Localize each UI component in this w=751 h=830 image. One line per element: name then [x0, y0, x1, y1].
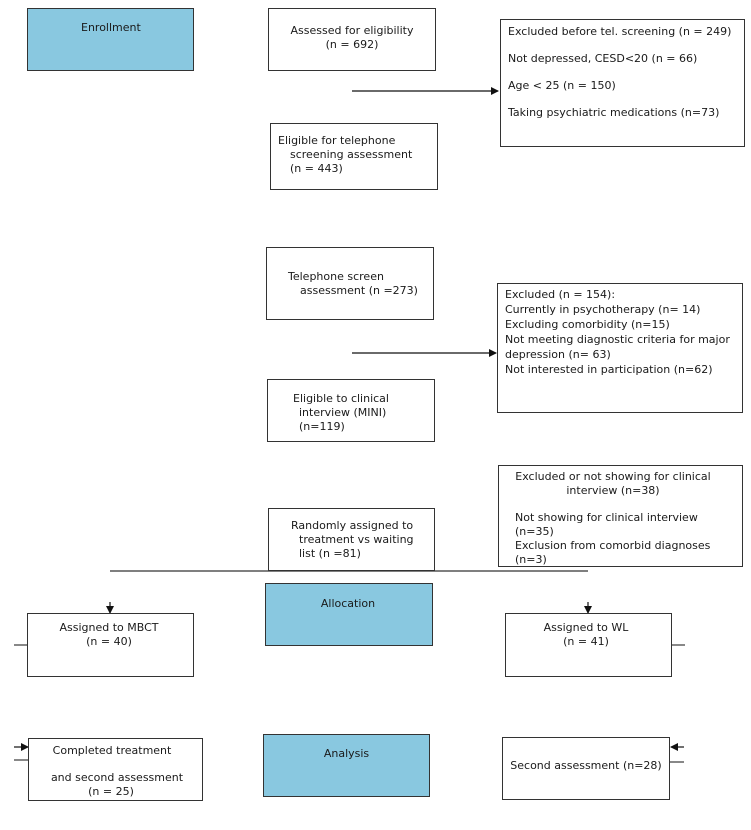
excluded-before-line2: Not depressed, CESD<20 (n = 66) [508, 52, 698, 65]
excluded-154-line6: Not interested in participation (n=62) [505, 363, 713, 376]
excluded-clinical-line4: (n=35) [515, 525, 554, 538]
eligible-clinical-line1: Eligible to clinical [293, 392, 389, 405]
phone-screen-line2: assessment (n =273) [300, 284, 418, 297]
completed-line2: and second assessment [50, 771, 184, 784]
enrollment-phase-box: Enrollment [27, 8, 194, 71]
phone-screen-box: Telephone screen assessment (n =273) [266, 247, 434, 320]
mbct-box: Assigned to MBCT (n = 40) [27, 613, 194, 677]
completed-box: Completed treatment and second assessmen… [28, 738, 203, 801]
randomized-line3: list (n =81) [299, 547, 361, 560]
randomized-line2: treatment vs waiting [299, 533, 414, 546]
second-box: Second assessment (n=28) [502, 737, 670, 800]
eligible-phone-line3: (n = 443) [290, 162, 343, 175]
eligible-phone-line1: Eligible for telephone [278, 134, 396, 147]
excluded-before-box: Excluded before tel. screening (n = 249)… [500, 19, 745, 147]
randomized-line1: Randomly assigned to [291, 519, 414, 532]
randomized-box: Randomly assigned to treatment vs waitin… [268, 508, 435, 571]
mbct-line2: (n = 40) [86, 635, 132, 648]
assessed-line1: Assessed for eligibility [290, 24, 414, 37]
excluded-154-line1: Excluded (n = 154): [505, 288, 616, 301]
excluded-154-line2: Currently in psychotherapy (n= 14) [505, 303, 701, 316]
eligible-clinical-box: Eligible to clinical interview (MINI) (n… [267, 379, 435, 442]
excluded-clinical-line2: interview (n=38) [566, 484, 660, 497]
excluded-clinical-line3: Not showing for clinical interview [515, 511, 698, 524]
allocation-phase-box: Allocation [265, 583, 433, 646]
excluded-clinical-line5: Exclusion from comorbid diagnoses [515, 539, 711, 552]
assessed-line2: (n = 692) [325, 38, 379, 51]
assessed-box: Assessed for eligibility (n = 692) [268, 8, 436, 71]
eligible-phone-box: Eligible for telephone screening assessm… [270, 123, 438, 190]
enrollment-label: Enrollment [81, 21, 141, 34]
analysis-label: Analysis [323, 747, 370, 760]
allocation-label: Allocation [320, 597, 376, 610]
eligible-clinical-line2: interview (MINI) [299, 406, 387, 419]
excluded-before-line1: Excluded before tel. screening (n = 249) [508, 25, 732, 38]
analysis-phase-box: Analysis [263, 734, 430, 797]
excluded-154-box: Excluded (n = 154): Currently in psychot… [497, 283, 743, 413]
excluded-clinical-line1: Excluded or not showing for clinical [515, 470, 711, 483]
eligible-clinical-line3: (n=119) [299, 420, 345, 433]
excluded-clinical-box: Excluded or not showing for clinical int… [498, 465, 743, 567]
excluded-before-line3: Age < 25 (n = 150) [508, 79, 616, 92]
excluded-154-line5: depression (n= 63) [505, 348, 611, 361]
second-line1: Second assessment (n=28) [510, 759, 662, 772]
completed-line3: (n = 25) [88, 785, 134, 798]
wl-box: Assigned to WL (n = 41) [505, 613, 672, 677]
eligible-phone-line2: screening assessment [290, 148, 413, 161]
completed-line1: Completed treatment [52, 744, 172, 757]
excluded-before-line4: Taking psychiatric medications (n=73) [508, 106, 720, 119]
phone-screen-line1: Telephone screen [288, 270, 384, 283]
excluded-154-line4: Not meeting diagnostic criteria for majo… [505, 333, 730, 346]
wl-line1: Assigned to WL [543, 621, 629, 634]
excluded-clinical-line6: (n=3) [515, 553, 547, 566]
excluded-154-line3: Excluding comorbidity (n=15) [505, 318, 670, 331]
wl-line2: (n = 41) [563, 635, 609, 648]
mbct-line1: Assigned to MBCT [59, 621, 159, 634]
